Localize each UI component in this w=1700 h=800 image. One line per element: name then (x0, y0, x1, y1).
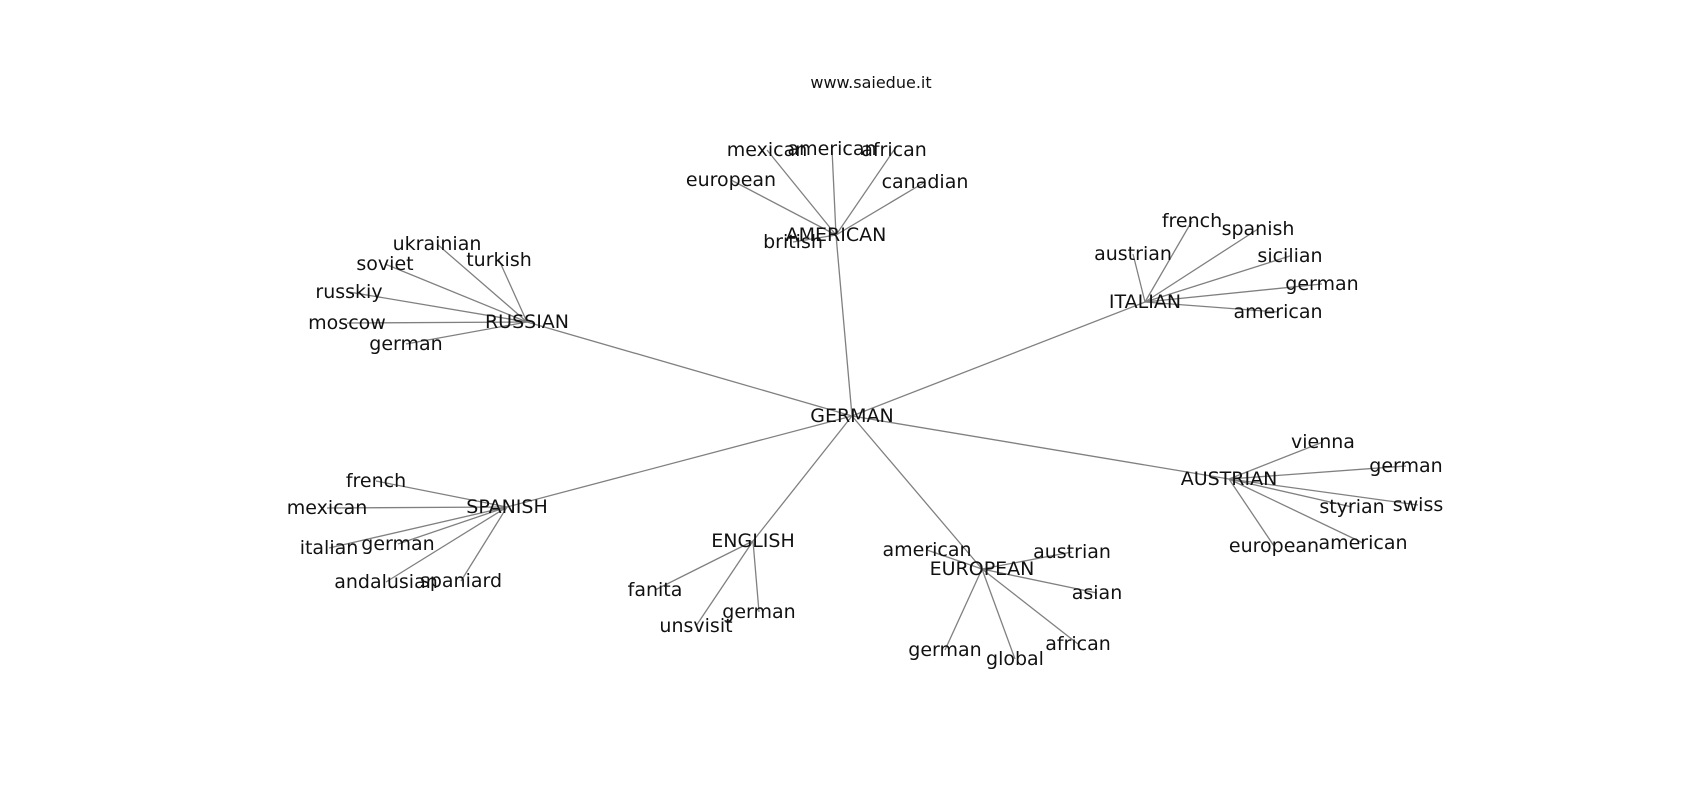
edge-spanish-italian (328, 506, 508, 549)
edge-italian-spanish (1144, 228, 1259, 303)
leaf-node-german: german (1369, 455, 1442, 477)
edge-austrian-swiss (1228, 478, 1419, 506)
edge-american-african (835, 149, 895, 236)
hub-node-spanish: SPANISH (466, 496, 547, 518)
edge-russian-russkiy (348, 291, 528, 323)
leaf-node-american: american (1318, 532, 1407, 554)
leaf-node-soviet: soviet (356, 253, 413, 275)
edge-austrian-european (1228, 478, 1275, 547)
edge-austrian-american (1228, 478, 1364, 544)
leaf-node-andalusian: andalusian (334, 571, 438, 593)
edge-russian-german (405, 321, 528, 345)
edge-english-fanita (654, 540, 754, 591)
leaf-node-european: european (686, 169, 776, 191)
edge-root-austrian (851, 415, 1230, 480)
edge-european-asian (981, 568, 1098, 594)
hub-node-russian: RUSSIAN (485, 311, 569, 333)
leaf-node-russkiy: russkiy (315, 281, 382, 303)
leaf-node-unsvisit: unsvisit (659, 615, 732, 637)
edge-root-italian (851, 301, 1146, 417)
hub-node-american: AMERICAN (786, 224, 887, 246)
edges-layer (326, 148, 1419, 660)
leaf-node-canadian: canadian (882, 171, 969, 193)
leaf-node-swiss: swiss (1393, 494, 1444, 516)
edge-spanish-andalusian (385, 506, 508, 583)
leaf-node-french: french (346, 470, 406, 492)
edge-root-european (851, 415, 983, 570)
leaf-node-african: african (1045, 633, 1111, 655)
edge-root-spanish (506, 415, 853, 508)
edge-european-global (981, 568, 1016, 660)
edge-american-european (730, 179, 837, 236)
leaf-node-mexican: mexican (287, 497, 368, 519)
edge-spanish-french (375, 480, 508, 508)
leaf-node-german: german (369, 333, 442, 355)
leaf-node-american: american (882, 539, 971, 561)
edge-root-russian (526, 321, 853, 417)
leaf-node-french: french (1162, 210, 1222, 232)
edge-american-british (792, 234, 837, 243)
leaf-node-turkish: turkish (466, 249, 532, 271)
edge-italian-french (1144, 220, 1193, 303)
edge-spanish-german (397, 506, 508, 545)
edge-spanish-spaniard (460, 506, 508, 582)
edge-root-english (752, 415, 853, 542)
edge-european-american (926, 549, 983, 570)
edge-root-american (835, 234, 853, 417)
hub-node-italian: ITALIAN (1109, 291, 1181, 313)
edge-italian-american (1144, 301, 1279, 313)
leaf-node-austrian: austrian (1033, 541, 1111, 563)
leaf-node-european: european (1229, 535, 1319, 557)
leaf-node-german: german (361, 533, 434, 555)
edge-spanish-mexican (326, 506, 508, 509)
edge-austrian-styrian (1228, 478, 1353, 508)
leaf-node-ukrainian: ukrainian (393, 233, 482, 255)
hub-node-austrian: AUSTRIAN (1181, 468, 1278, 490)
edge-european-german (944, 568, 983, 651)
edge-austrian-vienna (1228, 441, 1324, 480)
edge-italian-sicilian (1144, 255, 1291, 303)
leaf-node-british: british (763, 231, 823, 253)
hub-node-european: EUROPEAN (930, 558, 1035, 580)
leaf-node-american: american (787, 138, 876, 160)
edge-italian-german (1144, 283, 1323, 303)
edge-russian-moscow (346, 321, 528, 324)
leaf-node-global: global (986, 648, 1044, 670)
edge-american-american (831, 148, 837, 236)
leaf-node-asian: asian (1072, 582, 1123, 604)
leaf-node-spanish: spanish (1222, 218, 1295, 240)
edge-russian-ukrainian (436, 243, 528, 323)
leaf-node-fanita: fanita (628, 579, 683, 601)
diagram-caption: www.saiedue.it (810, 73, 931, 92)
leaf-node-sicilian: sicilian (1257, 245, 1322, 267)
edge-english-german (752, 540, 760, 613)
leaf-node-vienna: vienna (1291, 431, 1355, 453)
leaf-node-styrian: styrian (1319, 496, 1384, 518)
leaf-node-mexican: mexican (727, 139, 808, 161)
edge-russian-turkish (498, 259, 528, 323)
edge-russian-soviet (384, 263, 528, 323)
edge-italian-austrian (1132, 253, 1146, 303)
leaf-node-moscow: moscow (308, 312, 386, 334)
leaf-node-german: german (1285, 273, 1358, 295)
leaf-node-african: african (861, 139, 927, 161)
root-node-label: GERMAN (810, 405, 894, 427)
edge-american-mexican (766, 149, 837, 236)
edge-austrian-german (1228, 465, 1407, 480)
edge-european-austrian (981, 551, 1073, 570)
edge-english-unsvisit (695, 540, 754, 627)
leaf-node-spaniard: spaniard (420, 570, 502, 592)
leaf-node-german: german (908, 639, 981, 661)
labels-layer: GERMANAMERICANbritisheuropeanmexicanamer… (287, 138, 1444, 670)
leaf-node-american: american (1233, 301, 1322, 323)
leaf-node-german: german (722, 601, 795, 623)
edge-european-african (981, 568, 1079, 645)
hub-node-english: ENGLISH (711, 530, 794, 552)
leaf-node-austrian: austrian (1094, 243, 1172, 265)
edge-american-canadian (835, 181, 926, 236)
leaf-node-italian: italian (300, 537, 359, 559)
